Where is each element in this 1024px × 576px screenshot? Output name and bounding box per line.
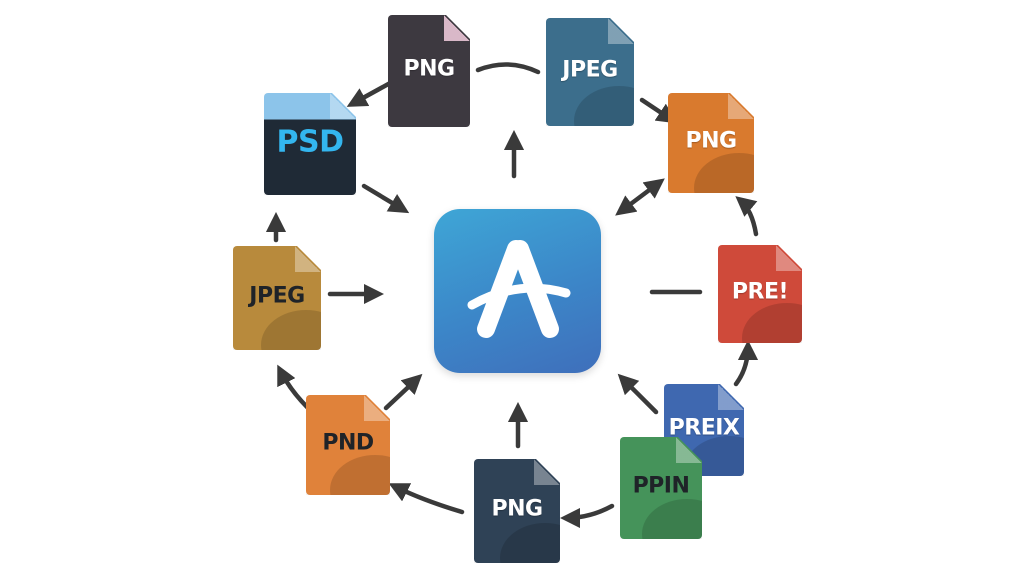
file-label: PPIN [632, 473, 690, 499]
arrow-center-png-right [615, 178, 665, 216]
file-psd[interactable]: PSD [264, 93, 356, 195]
file-label: PSD [276, 124, 344, 160]
file-pre[interactable]: PRE! [718, 245, 802, 343]
file-label: PRE! [731, 279, 789, 305]
arrow-png-top-to-psd [346, 79, 395, 107]
file-label: PNG [491, 496, 543, 522]
arrow-preix-to-center [617, 373, 659, 415]
arrow-psd-to-center [361, 183, 410, 214]
arrow-jpeg-to-png-top [475, 62, 541, 75]
file-jpeg-left[interactable]: JPEG [233, 246, 321, 350]
arrow-jpeg-top-to-png-right [639, 97, 678, 124]
stylized-a-logo-icon [467, 240, 571, 338]
file-jpeg-top[interactable]: JPEG [546, 18, 634, 126]
file-label: PNG [685, 128, 737, 154]
arrow-preix-to-pre [733, 339, 759, 387]
file-label: PREIX [668, 415, 740, 441]
file-label: PND [322, 430, 374, 456]
file-pnd[interactable]: PND [306, 395, 390, 495]
arrow-pre-to-png-right [735, 196, 759, 237]
file-png-right[interactable]: PNG [668, 93, 754, 193]
arrow-ppin-to-png-bottom [559, 503, 615, 529]
file-png-top[interactable]: PNG [388, 15, 470, 127]
file-ppin[interactable]: PPIN [620, 437, 702, 539]
arrow-pnd-to-center [383, 373, 423, 411]
file-label: JPEG [562, 57, 618, 83]
arrow-pnd-to-jpeg-left [277, 364, 311, 411]
file-label: PNG [403, 56, 455, 82]
file-png-bottom[interactable]: PNG [474, 459, 560, 563]
center-app-icon[interactable] [434, 209, 601, 373]
arrow-png-bottom-to-pnd [388, 483, 465, 515]
file-label: JPEG [249, 283, 305, 309]
